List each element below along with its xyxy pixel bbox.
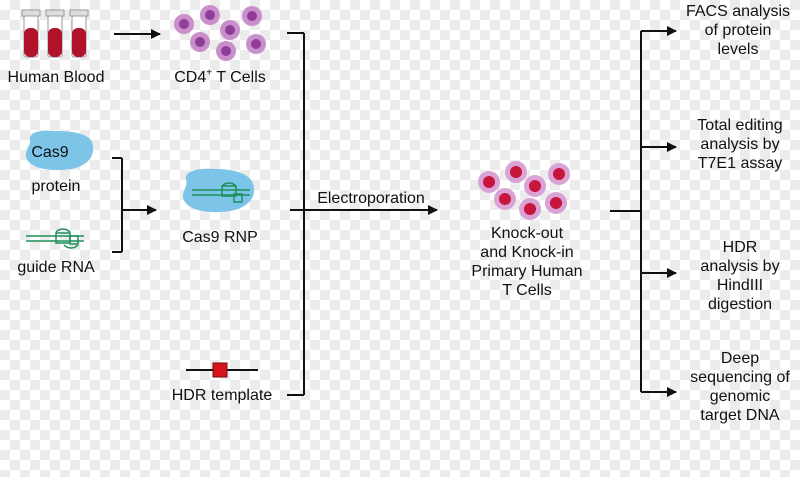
label-cd4-superscript: +: [206, 67, 213, 79]
label-guide-rna: guide RNA: [17, 259, 95, 276]
label-human-blood: Human Blood: [7, 69, 105, 86]
output-line: FACS analysis: [685, 3, 791, 20]
output-line: sequencing of: [690, 369, 790, 386]
bracket-inputs: [287, 32, 305, 396]
output-bracket: [610, 31, 642, 392]
output-line: levels: [717, 41, 759, 58]
output-line: genomic: [709, 388, 771, 405]
label-edited-cells: Knock-out and Knock-in Primary Human T C…: [452, 224, 602, 300]
cd4-cell-icon: [174, 14, 194, 34]
output-line: target DNA: [700, 407, 780, 424]
cas9-protein-icon: [25, 130, 94, 171]
output-hdr-hindiii: HDR analysis by HindIII digestion: [680, 238, 800, 314]
output-line: digestion: [707, 296, 773, 313]
label-cd4-prefix: CD4: [174, 69, 207, 86]
edited-cell-icon: [524, 175, 546, 197]
label-hdr-template: HDR template: [171, 387, 273, 404]
cd4-cell-icon: [242, 6, 262, 26]
label-cd4-t-cells: CD4+ T Cells: [160, 68, 280, 87]
output-line: analysis by: [700, 258, 780, 275]
label-result-line: and Knock-in: [480, 244, 574, 261]
guide-rna-icon: [26, 228, 84, 249]
output-line: of protein: [704, 22, 772, 39]
label-result-line: Primary Human: [471, 263, 583, 280]
blood-tube-icon: [69, 9, 89, 58]
cd4-cell-icon: [200, 5, 220, 25]
label-protein: protein: [31, 178, 81, 195]
edited-cell-icon: [478, 171, 500, 193]
edited-cell-icon: [545, 192, 567, 214]
label-result-line: Knock-out: [490, 225, 564, 242]
output-t7e1: Total editing analysis by T7E1 assay: [680, 116, 800, 173]
cd4-t-cells-icon: [174, 5, 266, 61]
hdr-template-icon: [186, 362, 258, 378]
cd4-cell-icon: [220, 20, 240, 40]
output-line: HDR: [722, 239, 758, 256]
output-line: Deep: [720, 350, 760, 367]
edited-t-cells-icon: [478, 161, 570, 220]
blood-tubes-icon: [21, 9, 89, 58]
output-facs: FACS analysis of protein levels: [676, 2, 800, 59]
cas9-rnp-icon: [182, 168, 255, 213]
cd4-cell-icon: [190, 32, 210, 52]
output-line: Total editing: [697, 117, 783, 134]
edited-cell-icon: [505, 161, 527, 183]
label-cd4-suffix: T Cells: [212, 69, 266, 86]
edited-cell-icon: [548, 163, 570, 185]
output-line: T7E1 assay: [697, 155, 783, 172]
label-electroporation: Electroporation: [317, 190, 425, 207]
label-result-line: T Cells: [502, 282, 552, 299]
blood-tube-icon: [21, 9, 41, 58]
cd4-cell-icon: [216, 41, 236, 61]
edited-cell-icon: [519, 198, 541, 220]
bracket-cas9-grna: [112, 157, 123, 253]
edited-cell-icon: [494, 188, 516, 210]
blood-tube-icon: [45, 9, 65, 58]
output-line: HindIII: [716, 277, 764, 294]
output-deep-sequencing: Deep sequencing of genomic target DNA: [680, 349, 800, 425]
output-line: analysis by: [700, 136, 780, 153]
label-cas9-rnp: Cas9 RNP: [182, 229, 258, 246]
label-cas9-on-protein: Cas9: [31, 144, 69, 161]
cd4-cell-icon: [246, 34, 266, 54]
